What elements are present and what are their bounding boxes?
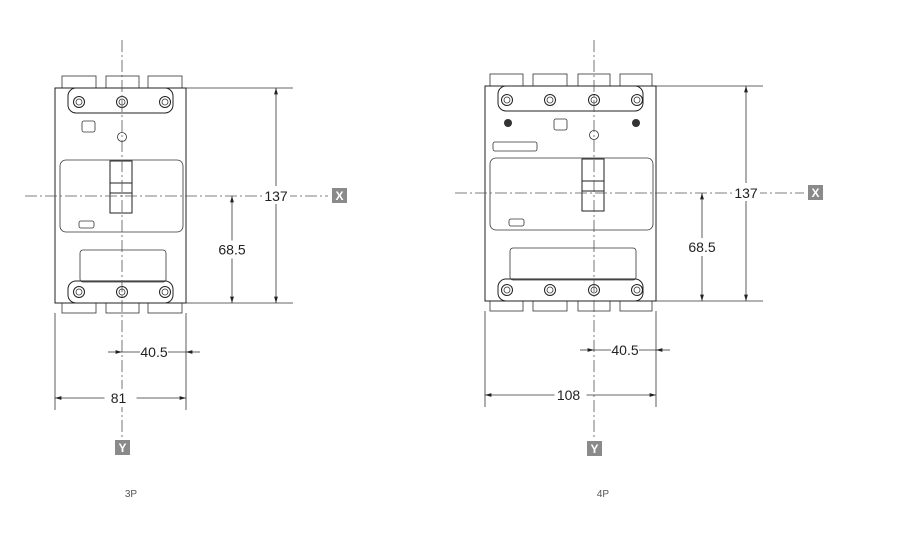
accessory-cover <box>509 247 637 281</box>
half-height-dimension: 68.5 <box>218 242 245 258</box>
screw-icon <box>73 286 85 298</box>
y-axis-label: Y <box>590 442 598 456</box>
view-caption: 4P <box>597 489 610 500</box>
aux-screw-icon <box>504 119 512 127</box>
terminal-tab <box>105 302 140 314</box>
terminal-tab <box>619 73 653 87</box>
screw-icon <box>544 94 556 106</box>
screw-head <box>633 96 641 104</box>
screw-head <box>503 286 511 294</box>
screw-icon <box>501 284 513 296</box>
dim-label-bg <box>214 240 250 259</box>
label-slot <box>508 218 525 227</box>
breaker-outline <box>484 73 657 312</box>
y-axis-badge <box>587 441 602 456</box>
terminal-tab <box>489 73 524 87</box>
screw-head <box>161 288 169 296</box>
dim-label-bg <box>732 184 760 200</box>
toggle-handle <box>109 160 133 214</box>
screw-icon <box>159 286 171 298</box>
screw-icon <box>501 94 513 106</box>
x-axis-badge <box>332 188 347 203</box>
terminal-tab <box>147 75 183 89</box>
half-width-dimension: 40.5 <box>611 342 638 358</box>
breaker-body <box>484 85 657 302</box>
terminal-tab <box>61 302 97 314</box>
terminal-tab <box>147 302 183 314</box>
terminal-tab <box>532 73 568 87</box>
dim-label-bg <box>684 238 720 256</box>
aux-screw-icon <box>632 119 640 127</box>
terminal-tab <box>489 300 524 312</box>
screw-icon <box>631 94 643 106</box>
height-dimension: 137 <box>734 185 758 201</box>
bottom-terminal-cover <box>497 278 644 302</box>
x-axis-label: X <box>811 186 819 200</box>
toggle-lever <box>581 180 605 192</box>
label-slot <box>78 220 95 229</box>
screw-head <box>546 96 554 104</box>
terminal-tab <box>619 300 653 312</box>
screw-head <box>75 98 83 106</box>
front-panel <box>489 157 654 231</box>
breaker-outline <box>54 75 187 314</box>
top-terminal-cover <box>497 85 644 112</box>
terminal-tab <box>105 75 140 89</box>
screw-icon <box>544 284 556 296</box>
view-caption: 3P <box>125 489 138 500</box>
dim-label-bg <box>554 386 587 404</box>
dim-label-bg <box>104 389 137 407</box>
top-terminal-cover <box>67 87 174 114</box>
window <box>81 120 96 133</box>
x-axis-label: X <box>335 189 343 203</box>
dim-label-bg <box>140 343 168 361</box>
height-dimension: 137 <box>264 188 288 204</box>
view-3p: 137 68.5 X 40.5 81Y 3P <box>25 40 347 500</box>
screw-icon <box>631 284 643 296</box>
toggle-lever <box>109 182 133 194</box>
half-width-dimension: 40.5 <box>140 344 167 360</box>
screw-head <box>633 286 641 294</box>
terminal-tab <box>61 75 97 89</box>
width-dimension: 81 <box>111 390 127 406</box>
y-axis-label: Y <box>118 441 126 455</box>
screw-icon <box>159 96 171 108</box>
toggle-handle <box>581 158 605 212</box>
screw-icon <box>73 96 85 108</box>
dim-label-bg <box>611 341 639 359</box>
window <box>553 118 568 131</box>
screw-head <box>546 286 554 294</box>
bottom-terminal-cover <box>67 280 174 304</box>
screw-head <box>75 288 83 296</box>
terminal-tab <box>532 300 568 312</box>
x-axis-badge <box>808 185 823 200</box>
half-height-dimension: 68.5 <box>688 239 715 255</box>
y-axis-badge <box>115 440 130 455</box>
width-dimension: 108 <box>557 387 581 403</box>
screw-head <box>161 98 169 106</box>
dim-label-bg <box>262 187 290 203</box>
rating-plate <box>492 141 538 152</box>
accessory-cover <box>79 249 167 283</box>
screw-head <box>503 96 511 104</box>
